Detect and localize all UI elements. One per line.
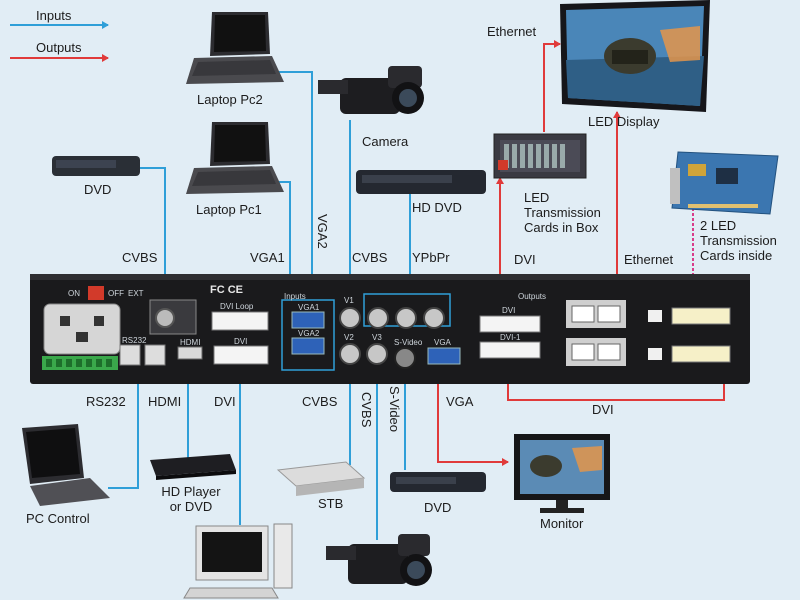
camera-bottom-device <box>326 534 432 586</box>
ext-bnc-connector <box>155 308 175 328</box>
rs232-port-b <box>144 344 166 366</box>
pr-bnc-connector <box>423 307 445 329</box>
laptop-pc1-device <box>186 122 284 194</box>
v3-bnc-connector <box>366 343 388 365</box>
desktop-computer-device <box>183 523 293 599</box>
wire-pc-rs232 <box>108 367 142 489</box>
hd-player-device <box>150 454 236 480</box>
internal-led-cards <box>566 300 731 366</box>
stb-device <box>276 461 366 496</box>
power-socket <box>43 303 121 355</box>
camera-top-device <box>318 66 424 114</box>
dvi-out2-port <box>479 341 541 359</box>
pc-control-laptop <box>22 424 110 506</box>
dvi-out-port <box>479 315 541 333</box>
dvi-in-port <box>213 345 269 365</box>
wire-vga-monitor <box>437 370 509 466</box>
wire-dvd-cvbs <box>140 167 169 301</box>
led-display-device <box>560 0 710 112</box>
hd-dvd-player <box>356 170 486 194</box>
rs232-port-a <box>119 344 141 366</box>
laptop-pc2-device <box>186 12 284 84</box>
power-switch <box>88 286 104 300</box>
dvd-player-left <box>52 156 140 176</box>
v2-bnc-connector <box>339 343 361 365</box>
hdmi-port <box>177 346 203 360</box>
dvi-loop-port <box>211 311 269 331</box>
v1-bnc-connector <box>339 307 361 329</box>
pb-bnc-connector <box>395 307 417 329</box>
video-processor-panel <box>30 274 750 384</box>
s-video-connector <box>394 347 416 369</box>
y-bnc-connector <box>367 307 389 329</box>
wire-pc2-vga2 <box>265 71 316 333</box>
vga1-port <box>291 311 325 329</box>
vga2-port <box>291 337 325 355</box>
led-transmission-box <box>493 133 587 179</box>
vga-out-port <box>427 347 461 365</box>
led-transmission-cards <box>670 151 779 215</box>
wire-ledbox-display <box>543 40 561 132</box>
dvd-player-bottom <box>390 472 486 492</box>
monitor-device <box>514 434 610 513</box>
